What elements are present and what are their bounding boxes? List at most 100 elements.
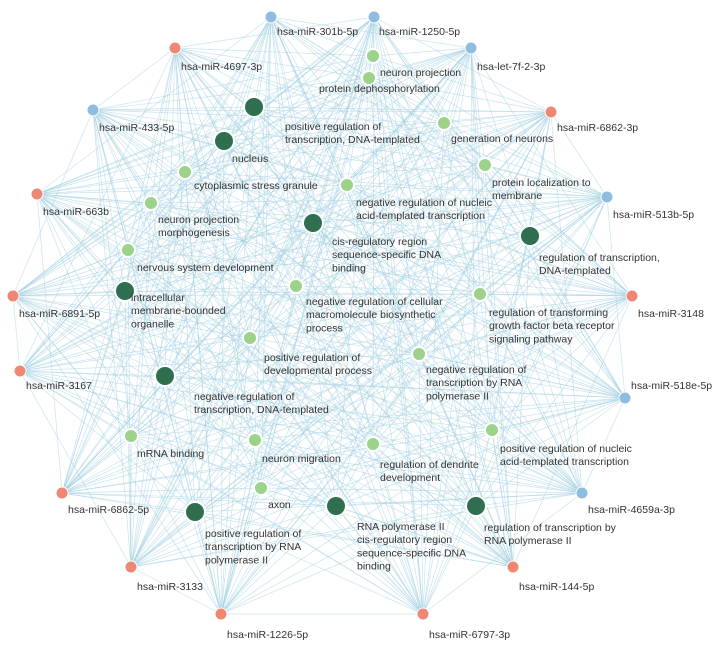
- go-term-node-t7[interactable]: [477, 157, 493, 173]
- go-term-label-line: neuron projection: [158, 214, 239, 226]
- edge: [270, 16, 514, 568]
- mirna-node-m12[interactable]: [618, 391, 632, 405]
- edge: [184, 171, 514, 568]
- go-term-node-t26[interactable]: [465, 495, 487, 517]
- edge: [484, 164, 514, 568]
- edge: [220, 77, 370, 615]
- mirna-node-m17[interactable]: [214, 607, 228, 621]
- go-term-node-t24[interactable]: [184, 501, 206, 523]
- mirna-node-m13[interactable]: [55, 486, 69, 500]
- mirna-node-m14[interactable]: [575, 486, 589, 500]
- edge: [36, 193, 633, 297]
- edge: [373, 16, 477, 507]
- go-term-node-t11[interactable]: [519, 225, 541, 247]
- mirna-node-m5[interactable]: [86, 103, 100, 117]
- go-term-node-t10[interactable]: [302, 212, 324, 234]
- mirna-label: hsa-miR-6797-3p: [429, 629, 510, 641]
- edge: [373, 16, 626, 399]
- edge: [174, 47, 337, 507]
- mirna-node-m18[interactable]: [416, 607, 430, 621]
- edge: [254, 439, 424, 615]
- mirna-node-m8[interactable]: [600, 190, 614, 204]
- edge: [92, 109, 552, 113]
- go-term-label-line: polymerase II: [426, 390, 489, 402]
- go-term-node-t8[interactable]: [339, 177, 355, 193]
- edge: [92, 109, 186, 173]
- edge: [346, 184, 424, 615]
- edge: [270, 16, 633, 297]
- mirna-node-m3[interactable]: [168, 41, 182, 55]
- go-term-label-line: binding: [357, 561, 391, 573]
- edge: [12, 77, 370, 297]
- edge: [491, 196, 608, 431]
- go-term-node-t9[interactable]: [143, 195, 159, 211]
- go-term-node-t23[interactable]: [253, 480, 269, 496]
- edge: [36, 193, 481, 295]
- go-term-node-t13[interactable]: [114, 280, 136, 302]
- edge: [19, 47, 176, 372]
- edge: [372, 55, 608, 198]
- edge: [346, 184, 633, 297]
- go-term-node-t5[interactable]: [436, 115, 452, 131]
- go-term-label-line: DNA-templated: [539, 265, 611, 277]
- go-term-node-t3[interactable]: [243, 96, 265, 118]
- go-term-node-t19[interactable]: [484, 422, 500, 438]
- go-term-node-t17[interactable]: [411, 346, 427, 362]
- edge: [61, 439, 256, 494]
- go-term-node-t20[interactable]: [123, 428, 139, 444]
- mirna-node-m4[interactable]: [464, 41, 478, 55]
- edge: [19, 164, 486, 372]
- go-term-node-t25[interactable]: [325, 495, 347, 517]
- edge: [12, 202, 152, 297]
- edge: [220, 285, 297, 615]
- go-term-node-t4[interactable]: [213, 130, 235, 152]
- edge: [130, 505, 337, 568]
- go-term-node-t2[interactable]: [361, 70, 377, 86]
- edge: [223, 140, 424, 615]
- edge: [130, 140, 225, 568]
- go-term-node-t1[interactable]: [365, 48, 381, 64]
- go-term-node-t12[interactable]: [120, 242, 136, 258]
- mirna-node-m7[interactable]: [30, 187, 44, 201]
- go-term-node-t15[interactable]: [472, 286, 488, 302]
- go-term-node-t22[interactable]: [365, 436, 381, 452]
- edge: [12, 295, 222, 615]
- mirna-label: hsa-miR-144-5p: [519, 581, 594, 593]
- go-term-label-line: negative regulation of: [194, 391, 294, 403]
- go-term-node-t6[interactable]: [177, 164, 193, 180]
- mirna-label: hsa-miR-513b-5p: [613, 209, 694, 221]
- go-term-label-line: generation of neurons: [451, 133, 553, 145]
- go-term-node-t21[interactable]: [247, 432, 263, 448]
- go-term-node-t14[interactable]: [288, 278, 304, 294]
- edge: [312, 222, 583, 494]
- mirna-node-m11[interactable]: [13, 364, 27, 378]
- edge: [184, 171, 424, 615]
- go-term-label-line: negative regulation of cellular: [306, 296, 443, 308]
- edge: [174, 16, 375, 49]
- mirna-node-m10[interactable]: [625, 289, 639, 303]
- mirna-label: hsa-miR-4697-3p: [181, 61, 262, 73]
- mirna-label: hsa-let-7f-2-3p: [477, 61, 545, 73]
- mirna-label: hsa-miR-3133: [137, 581, 203, 593]
- mirna-label: hsa-miR-663b: [43, 206, 109, 218]
- mirna-node-m1[interactable]: [264, 10, 278, 24]
- edge: [19, 202, 152, 372]
- mirna-node-m2[interactable]: [367, 10, 381, 24]
- edge: [164, 375, 424, 615]
- mirna-node-m16[interactable]: [506, 560, 520, 574]
- edge: [19, 370, 424, 615]
- go-term-node-t16[interactable]: [242, 330, 258, 346]
- edge: [130, 443, 374, 568]
- edge: [12, 295, 583, 494]
- edge: [12, 295, 374, 445]
- mirna-node-m15[interactable]: [124, 560, 138, 574]
- mirna-node-m6[interactable]: [544, 105, 558, 119]
- edge: [127, 16, 375, 251]
- edge: [12, 295, 196, 513]
- go-term-node-t18[interactable]: [154, 365, 176, 387]
- mirna-node-m9[interactable]: [6, 289, 20, 303]
